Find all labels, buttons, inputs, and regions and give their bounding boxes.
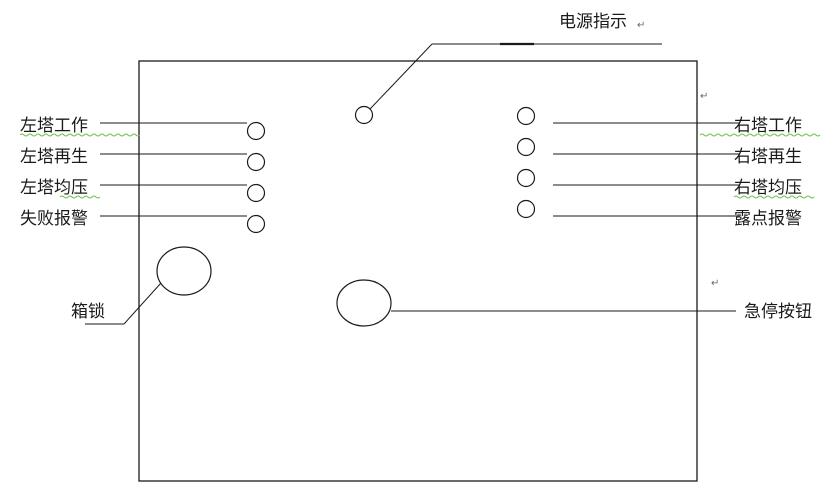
power-indicator-light	[354, 105, 374, 125]
left-work-squiggle	[19, 133, 141, 137]
right-work-squiggle	[699, 133, 821, 137]
failure-alarm-light	[246, 214, 266, 234]
left-equalize-label: 左塔均压	[20, 178, 88, 198]
left-indicators: 左塔工作 左塔再生 左塔均压 失败报警	[19, 116, 266, 234]
left-work-light	[246, 121, 266, 141]
power-label: 电源指示	[559, 12, 627, 32]
dew-alarm-label: 露点报警	[734, 209, 802, 229]
right-work-light	[516, 106, 536, 126]
left-regen-label: 左塔再生	[20, 147, 88, 167]
right-indicators: 右塔工作 右塔再生 右塔均压 露点报警	[516, 106, 821, 229]
box-lock-leader	[123, 282, 162, 325]
dew-alarm-light	[516, 199, 536, 219]
power-indicator-group: 电源指示 ↵	[354, 12, 662, 125]
right-regen-label: 右塔再生	[734, 147, 802, 167]
right-work-label: 右塔工作	[734, 116, 802, 136]
emergency-stop-button	[336, 279, 392, 327]
right-equalize-label: 右塔均压	[734, 178, 802, 198]
left-regen-light	[246, 152, 266, 172]
box-lock-label: 箱锁	[71, 302, 105, 322]
box-lock-group: 箱锁	[71, 246, 212, 325]
left-equalize-squiggle	[59, 195, 101, 199]
return-mark-mid-right: ↵	[711, 278, 719, 289]
left-equalize-light	[246, 183, 266, 203]
failure-alarm-label: 失败报警	[20, 209, 88, 229]
left-work-label: 左塔工作	[20, 116, 88, 136]
right-equalize-squiggle	[733, 195, 815, 199]
right-equalize-light	[516, 168, 536, 188]
power-leader-line	[369, 43, 433, 110]
return-mark-top-right: ↵	[700, 91, 708, 102]
cabinet-panel	[138, 60, 698, 482]
emergency-stop-group: 急停按钮	[336, 279, 812, 327]
right-regen-light	[516, 137, 536, 157]
box-lock	[156, 246, 212, 296]
power-return-mark: ↵	[637, 20, 645, 31]
emergency-stop-label: 急停按钮	[744, 302, 812, 322]
